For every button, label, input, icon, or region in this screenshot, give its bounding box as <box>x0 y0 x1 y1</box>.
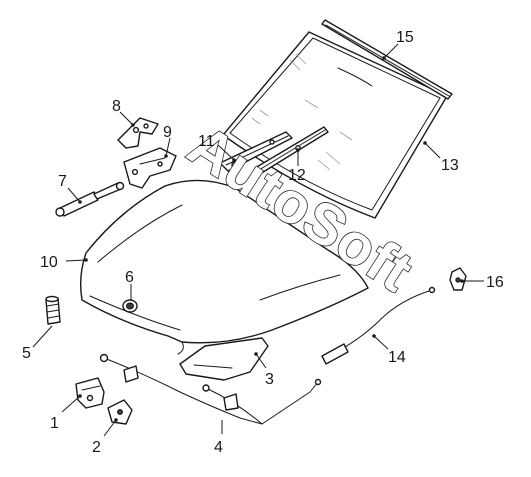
cowl-trim-left <box>219 131 293 172</box>
bump-stop <box>122 299 138 313</box>
callout-10: 10 <box>40 254 58 271</box>
windshield-glass <box>221 31 448 219</box>
bonnet-gas-strut <box>55 181 125 217</box>
callout-11: 11 <box>198 133 215 150</box>
callout-1: 1 <box>50 415 59 432</box>
bonnet-release-cable <box>99 353 322 425</box>
callout-8: 8 <box>112 98 121 115</box>
callout-9: 9 <box>163 124 172 141</box>
callout-13: 13 <box>441 157 459 174</box>
bonnet-panel <box>79 179 369 355</box>
callout-16: 16 <box>486 274 504 291</box>
adjustable-buffer <box>45 295 61 325</box>
release-cable-secondary <box>321 286 436 365</box>
bonnet-hinge-upper <box>117 117 159 149</box>
callout-15: 15 <box>396 29 414 46</box>
bonnet-insulation-pad <box>179 337 269 381</box>
callout-4: 4 <box>214 439 223 456</box>
lock-striker <box>107 399 133 425</box>
callout-14: 14 <box>388 349 406 366</box>
windshield-top-moulding <box>321 19 453 100</box>
callout-6: 6 <box>125 269 134 286</box>
callout-2: 2 <box>92 439 101 456</box>
callout-5: 5 <box>22 345 31 362</box>
bonnet-lock <box>75 377 105 409</box>
retaining-clip <box>449 267 467 291</box>
callout-7: 7 <box>58 173 67 190</box>
bonnet-hinge-lower <box>123 147 177 189</box>
callout-12: 12 <box>288 167 306 184</box>
callouts: 15 13 8 9 11 12 7 10 6 5 <box>22 29 504 456</box>
callout-3: 3 <box>265 371 274 388</box>
